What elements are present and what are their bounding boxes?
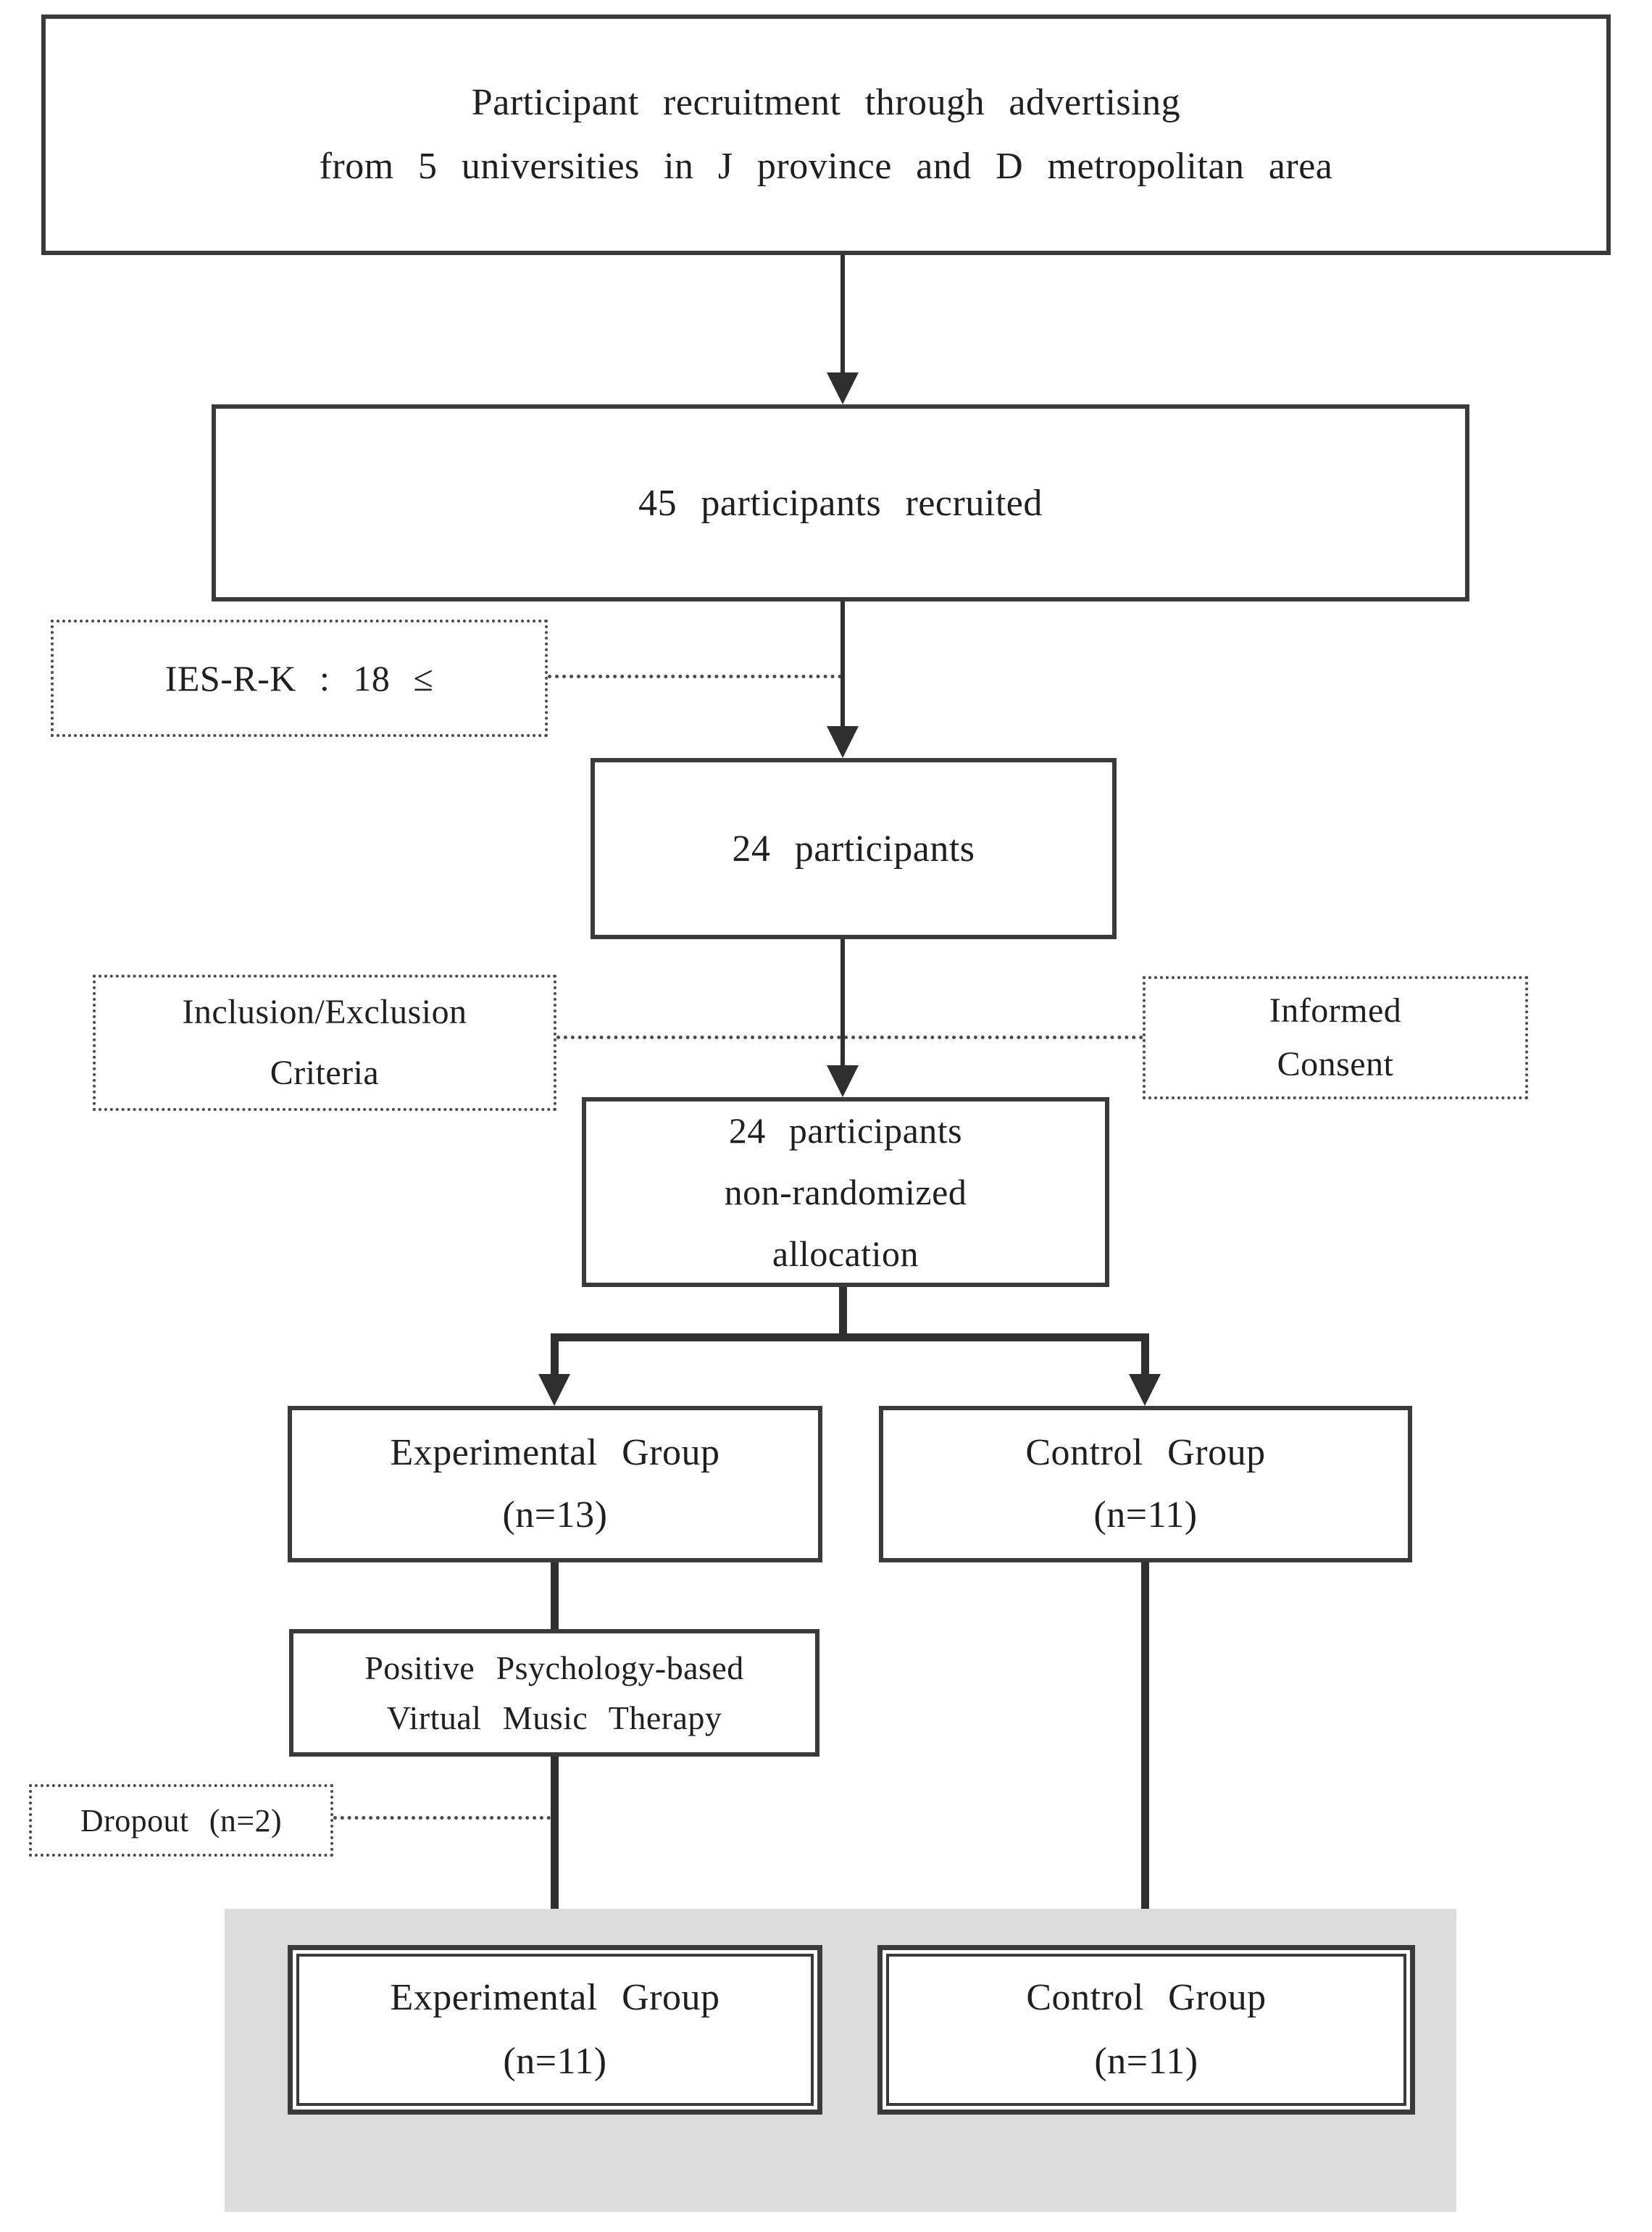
informed-consent-box: Informed Consent xyxy=(1143,976,1528,1099)
inclusion-line1: Inclusion/Exclusion xyxy=(182,993,467,1031)
allocation-line2: non-randomized xyxy=(724,1171,967,1212)
allocation-box: 24 participants non-randomized allocatio… xyxy=(582,1097,1109,1287)
screened-box: 24 participants xyxy=(591,758,1117,939)
ies-criteria-box: IES-R-K : 18 ≤ xyxy=(51,620,548,737)
allocation-line3: allocation xyxy=(772,1233,919,1274)
recruited-box: 45 participants recruited xyxy=(212,404,1469,601)
final-control-group-box: Control Group (n=11) xyxy=(877,1945,1415,2115)
connector-dropout-dotted xyxy=(333,1816,551,1820)
connector-control-to-final xyxy=(1141,1562,1149,1913)
final-control-line2: (n=11) xyxy=(1094,2041,1198,2082)
dropout-box: Dropout (n=2) xyxy=(29,1784,333,1857)
arrowhead-experimental xyxy=(538,1374,570,1406)
connector-branch-horizontal xyxy=(551,1333,1149,1341)
recruitment-line2: from 5 universities in J province and D … xyxy=(319,146,1333,187)
experimental-line2: (n=13) xyxy=(502,1494,608,1536)
control-group-box: Control Group (n=11) xyxy=(879,1406,1412,1562)
arrowhead-allocation xyxy=(827,1065,859,1097)
ies-criteria-label: IES-R-K : 18 ≤ xyxy=(164,658,434,699)
connector-ies-dotted xyxy=(548,675,842,678)
connector-recruitment-to-recruited xyxy=(840,255,845,380)
connector-therapy-to-final xyxy=(551,1757,559,1913)
experimental-group-box: Experimental Group (n=13) xyxy=(288,1406,822,1562)
arrowhead-control xyxy=(1129,1374,1161,1406)
screened-label: 24 participants xyxy=(732,828,975,870)
final-experimental-group-box: Experimental Group (n=11) xyxy=(288,1945,822,2115)
connector-branch-right xyxy=(1141,1337,1149,1377)
connector-recruited-to-screened xyxy=(840,601,845,729)
consent-line1: Informed xyxy=(1269,991,1402,1030)
control-line2: (n=11) xyxy=(1093,1494,1198,1536)
recruitment-line1: Participant recruitment through advertis… xyxy=(471,81,1181,123)
recruitment-box: Participant recruitment through advertis… xyxy=(41,14,1611,255)
connector-screened-to-allocation xyxy=(840,939,845,1068)
arrowhead-screened xyxy=(827,726,859,758)
therapy-box: Positive Psychology-based Virtual Music … xyxy=(289,1629,819,1757)
therapy-line2: Virtual Music Therapy xyxy=(386,1699,722,1736)
allocation-line1: 24 participants xyxy=(728,1109,963,1151)
control-line1: Control Group xyxy=(1025,1432,1266,1474)
dropout-label: Dropout (n=2) xyxy=(80,1802,283,1839)
therapy-line1: Positive Psychology-based xyxy=(364,1649,744,1686)
final-experimental-line2: (n=11) xyxy=(503,2041,607,2082)
consent-line2: Consent xyxy=(1277,1045,1394,1083)
connector-branch-left xyxy=(551,1337,559,1377)
final-control-line1: Control Group xyxy=(1026,1976,1267,2018)
connector-allocation-stub xyxy=(839,1287,847,1338)
connector-criteria-consent-dotted xyxy=(556,1036,1143,1039)
recruited-label: 45 participants recruited xyxy=(638,482,1043,524)
inclusion-criteria-box: Inclusion/Exclusion Criteria xyxy=(93,975,556,1111)
connector-experimental-to-therapy xyxy=(551,1562,559,1629)
inclusion-line2: Criteria xyxy=(270,1054,380,1092)
final-experimental-line1: Experimental Group xyxy=(390,1976,720,2018)
arrowhead-recruited xyxy=(827,372,859,404)
experimental-line1: Experimental Group xyxy=(390,1432,720,1474)
